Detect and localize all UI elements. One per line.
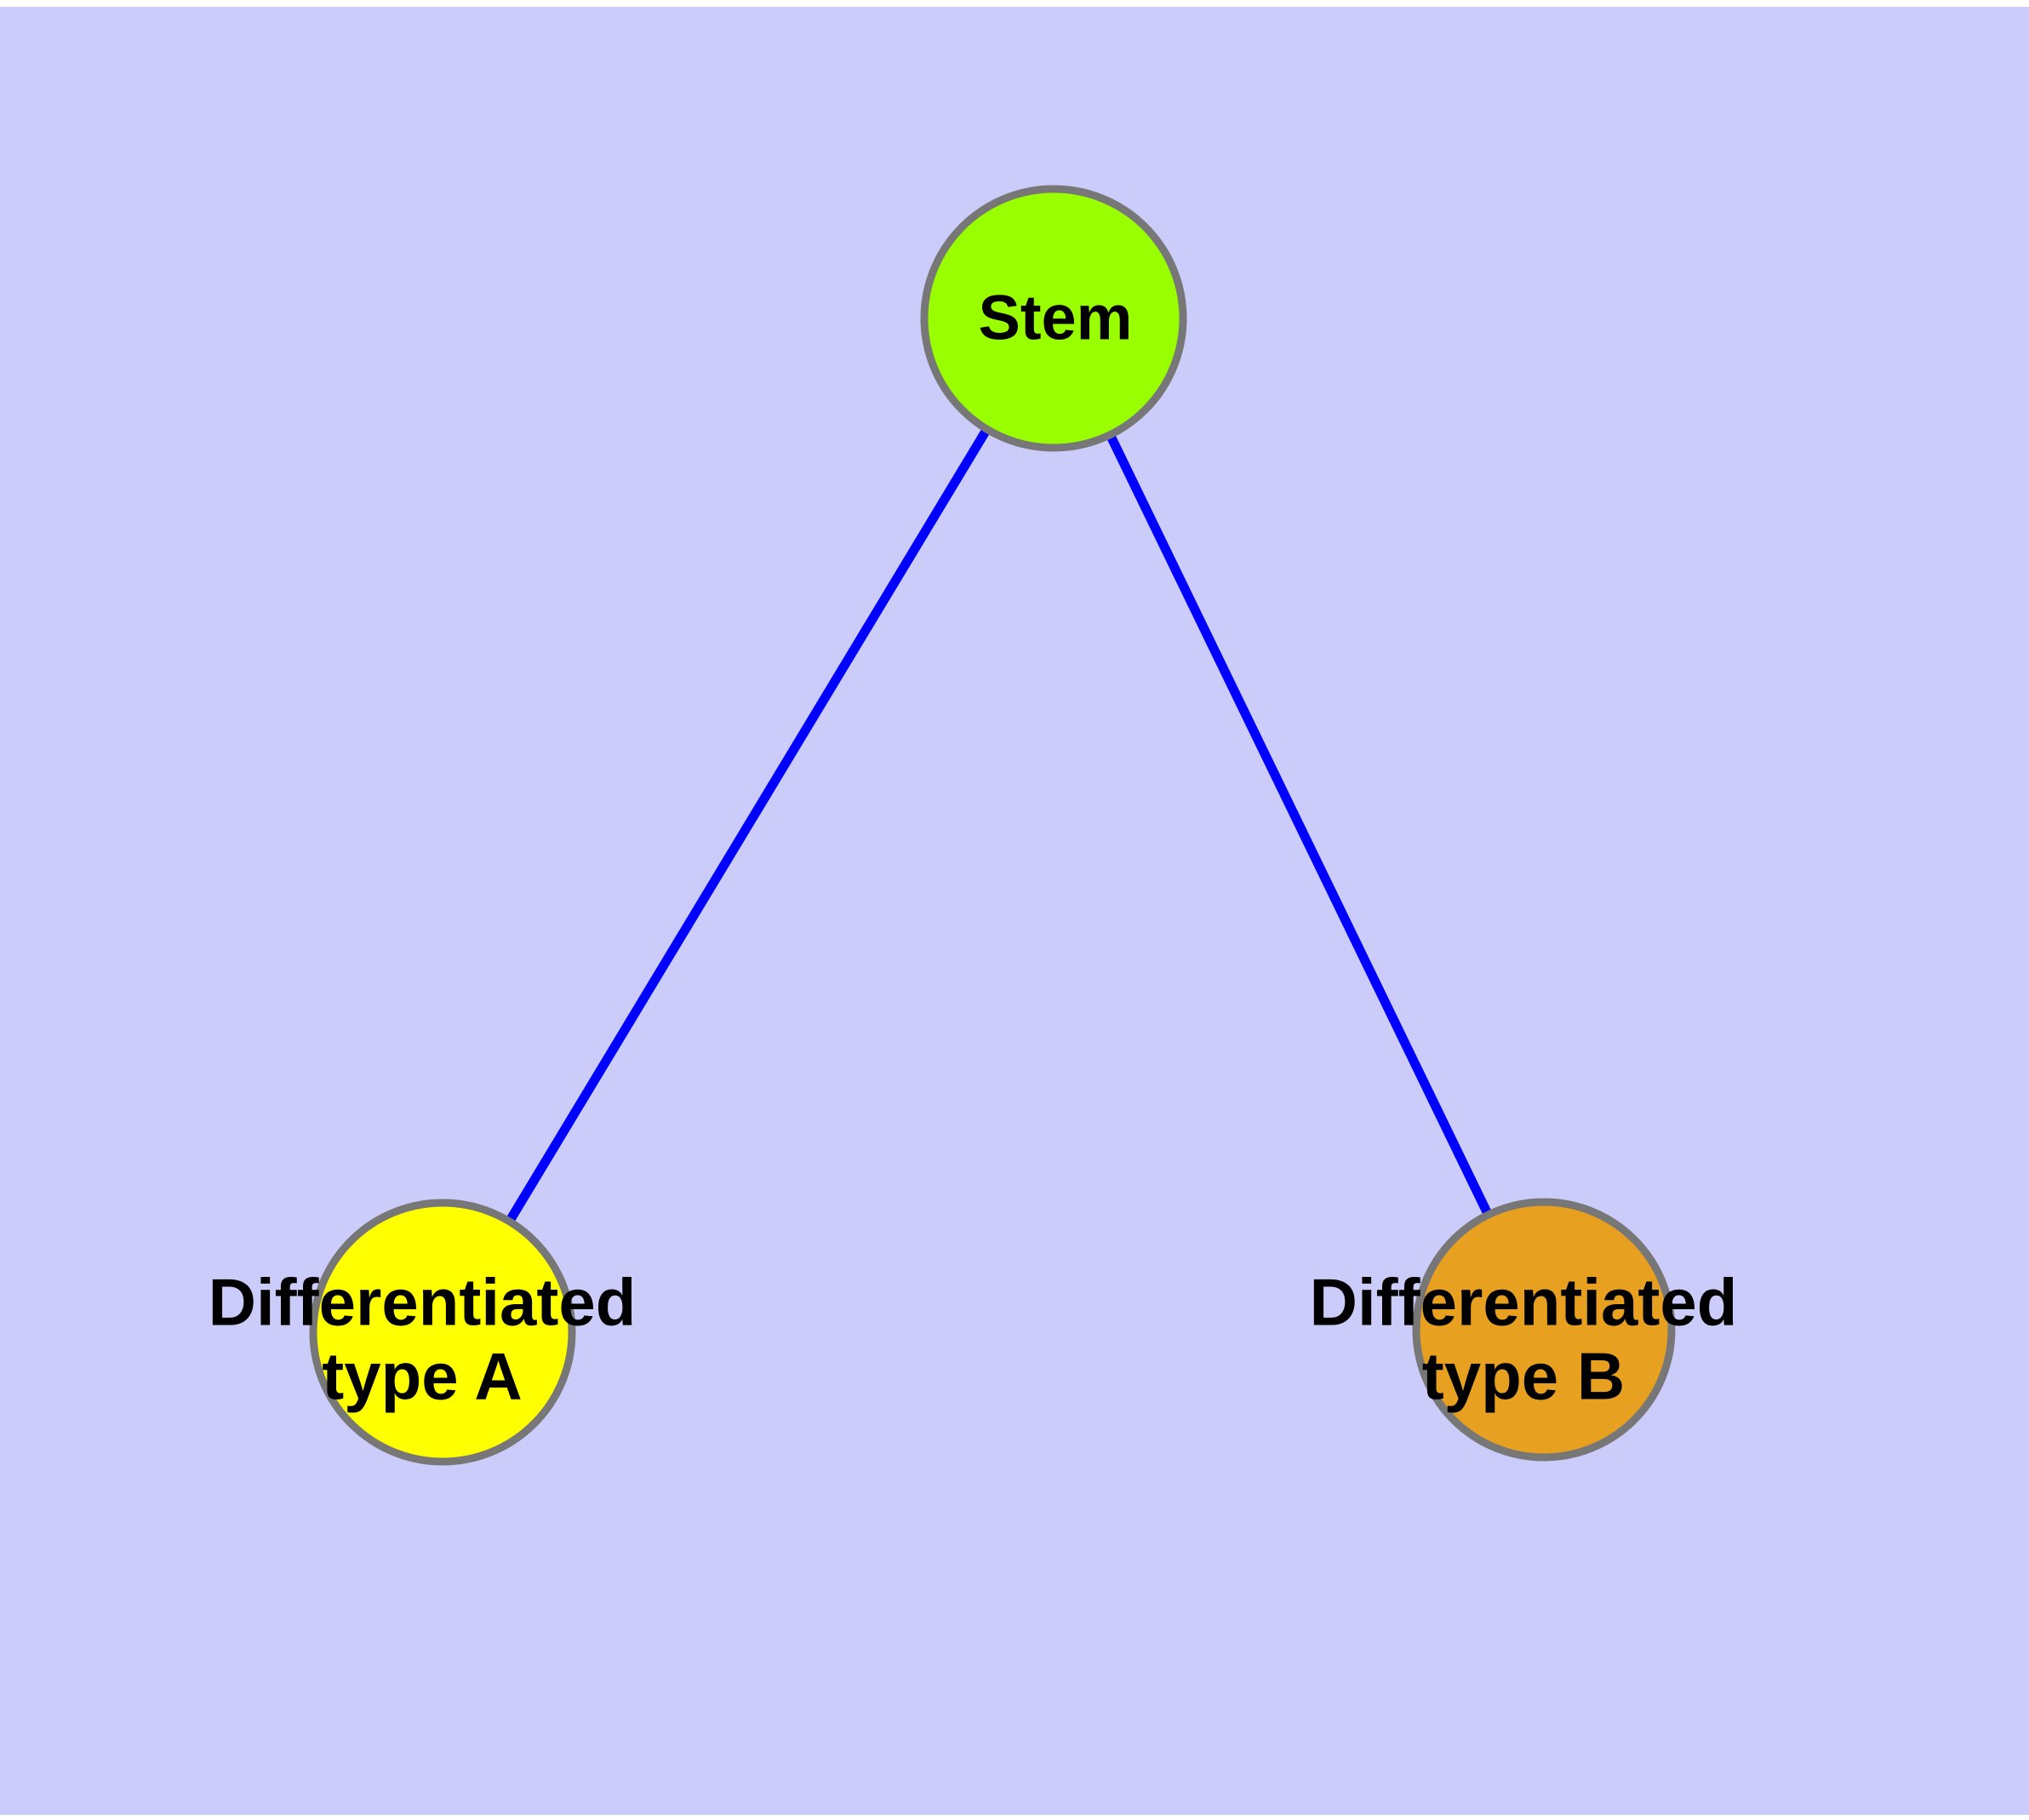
nodes-group (309, 185, 1676, 1466)
node-diff_a[interactable] (309, 1199, 576, 1466)
edge-stem-to-diff_a (438, 316, 1058, 1335)
edge-stem-to-diff_b (1049, 316, 1548, 1332)
node-stem[interactable] (920, 185, 1187, 452)
edges-group (438, 316, 1548, 1335)
node-diff_b[interactable] (1412, 1198, 1676, 1462)
